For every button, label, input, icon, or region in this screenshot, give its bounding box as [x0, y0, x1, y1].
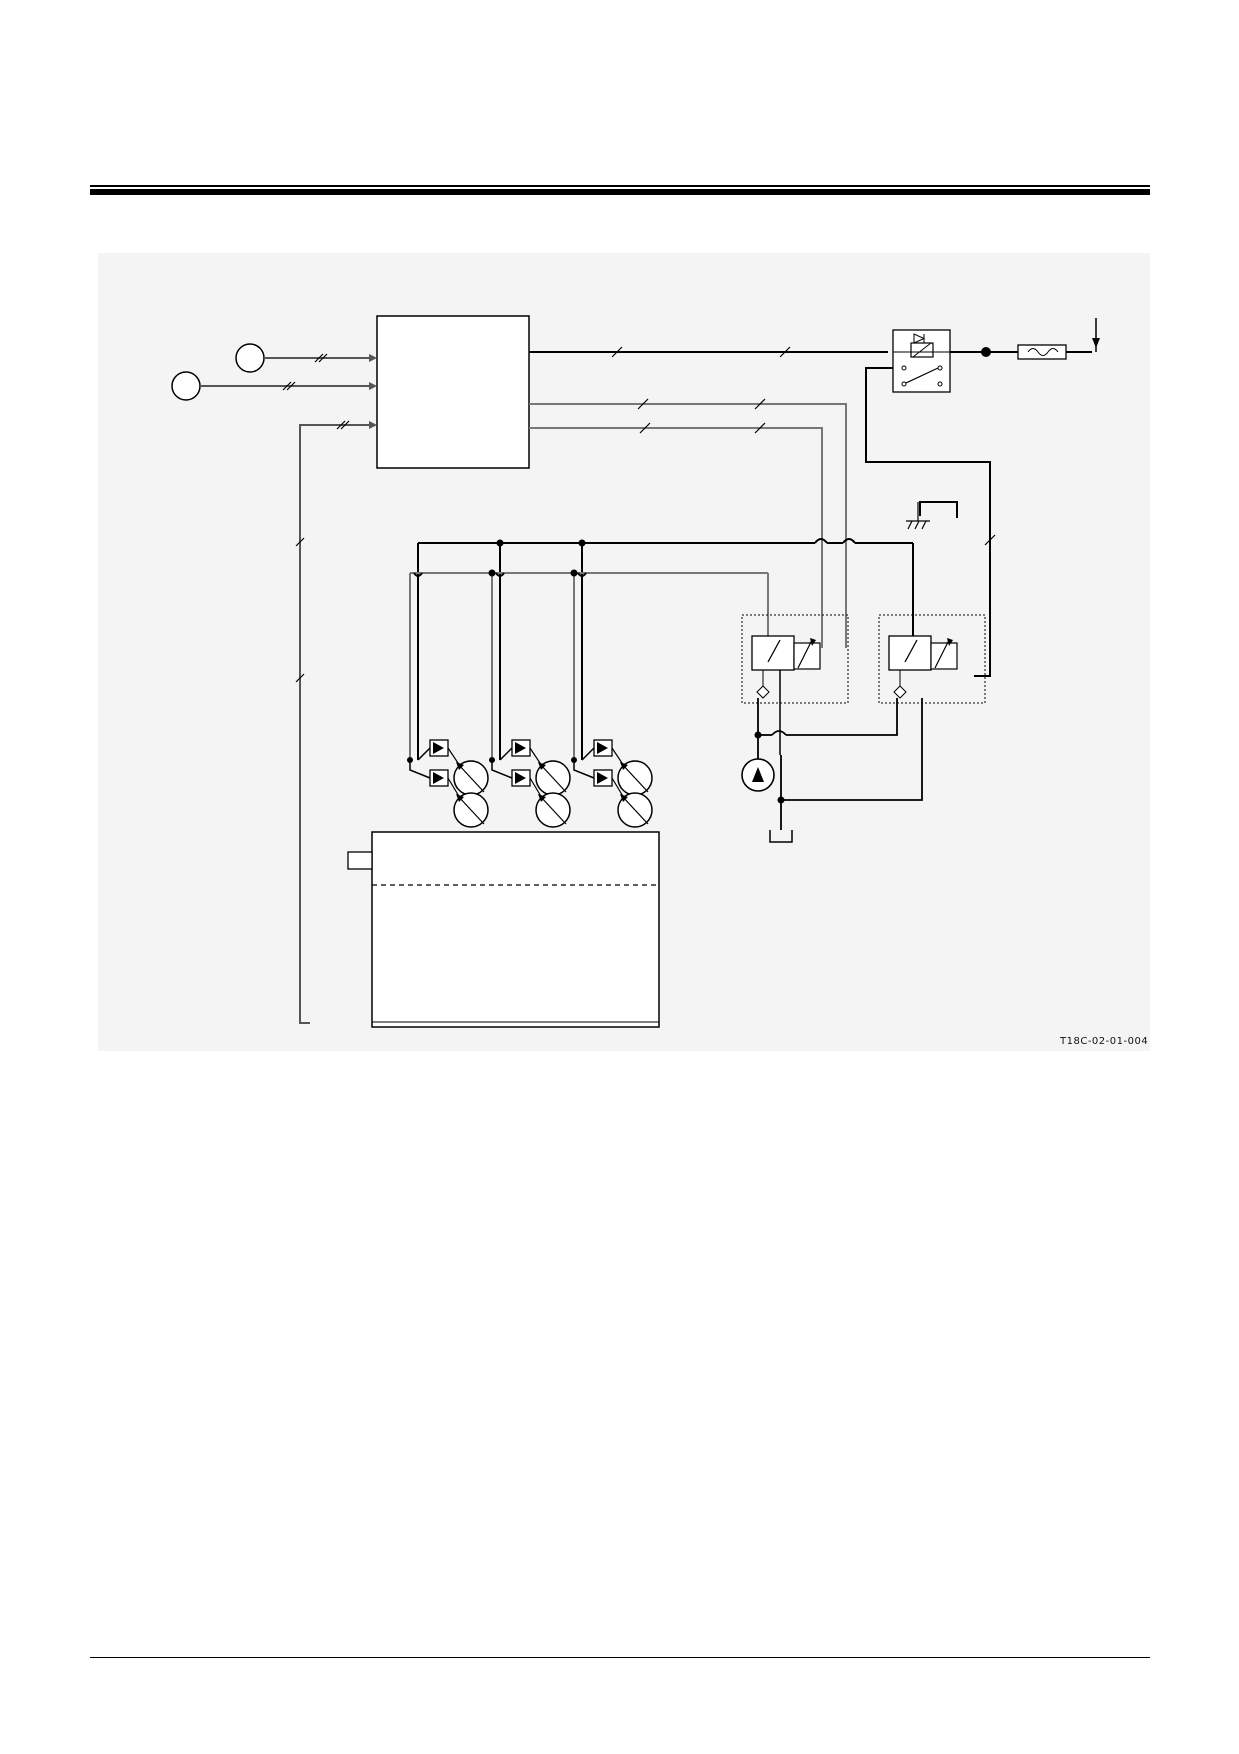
arrow-down-icon: [1092, 318, 1100, 352]
regulator-group-2: [489, 739, 571, 828]
slash-marks-outputs: [611, 346, 791, 434]
tank-icon: [769, 830, 793, 843]
return-junction: [777, 796, 785, 804]
pilot-supply-header: [417, 538, 914, 760]
valve-block-2: [878, 614, 986, 704]
pump-piping: [757, 698, 923, 830]
header-rule-thin: [90, 185, 1150, 187]
relay-icon: [892, 329, 951, 393]
slash-marks-inputs: [282, 353, 350, 683]
controller-box: [376, 315, 530, 469]
relay-wiring: [865, 367, 991, 677]
pump-icon: [741, 758, 775, 792]
sensor-1: [235, 343, 265, 373]
signal-junctions: [488, 569, 578, 577]
fuse-icon: [1017, 344, 1067, 360]
sensor-2: [171, 371, 201, 401]
controller-outputs: [529, 351, 888, 648]
regulator-group-3: [571, 739, 653, 828]
valve-block-1: [741, 614, 849, 755]
header-junctions: [496, 539, 586, 547]
input-arrowheads: [369, 354, 377, 429]
pump-junction: [754, 731, 762, 739]
signal-header: [409, 572, 769, 760]
footer-rule: [90, 1657, 1150, 1658]
slash-relay: [984, 534, 996, 546]
controller-inputs: [200, 357, 372, 1024]
ground-icon: [906, 502, 930, 530]
header-rule-thick: [90, 189, 1150, 195]
regulator-group-1: [407, 739, 489, 828]
engine-block: [347, 831, 660, 1028]
figure-id-label: T18C-02-01-004: [1060, 1036, 1149, 1047]
junction-dot: [981, 347, 991, 357]
